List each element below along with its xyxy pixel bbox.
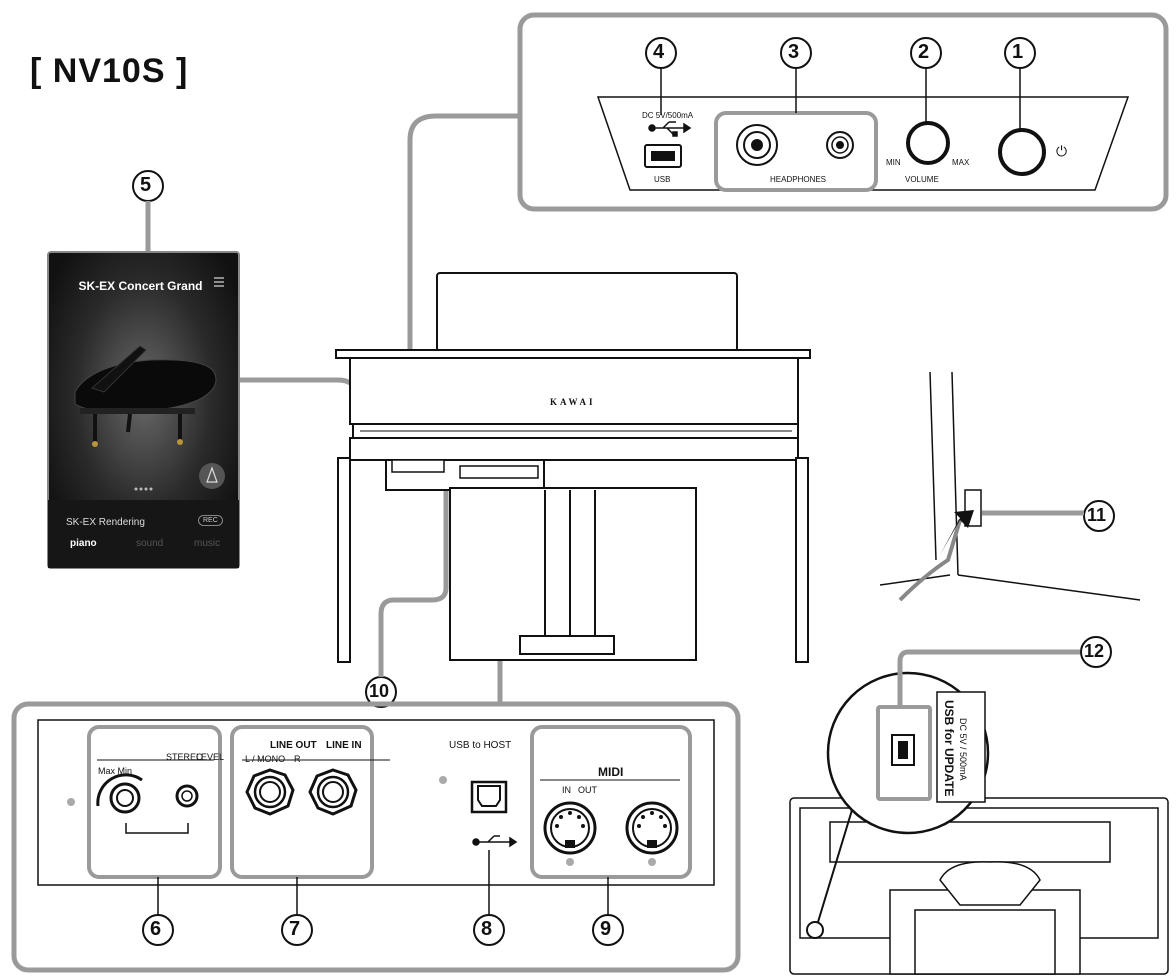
usb-host-label: USB to HOST (449, 740, 511, 751)
usb-symbol-icon (649, 122, 690, 136)
l-mono-label: L / MONO (245, 754, 285, 764)
side-view (880, 372, 1140, 600)
line-jack-left (247, 770, 293, 814)
callout-8-number: 8 (481, 918, 492, 941)
tablet-nav-piano: piano (70, 538, 97, 549)
callout-3-number: 3 (788, 41, 799, 64)
max-min-label: Max Min (98, 766, 132, 776)
line-in-label: LINE IN (326, 740, 362, 751)
callout-7-number: 7 (289, 918, 300, 941)
midi-in-label: IN (562, 785, 571, 795)
tablet-screen: SK-EX Concert Grand SK-EX Rendering REC … (48, 252, 239, 568)
power-icon: ⏻ (1056, 143, 1067, 160)
tablet-nav-sound: sound (136, 538, 163, 549)
callout-2-number: 2 (918, 41, 929, 64)
volume-knob (908, 123, 948, 163)
midi-in-port (545, 803, 595, 853)
headphone-jack-small (827, 132, 853, 158)
callout-4-number: 4 (653, 41, 664, 64)
tablet-nav-music: music (194, 538, 220, 549)
tablet-rec-badge: REC (198, 515, 223, 526)
volume-label: VOLUME (905, 175, 939, 184)
callout-12-number: 12 (1084, 641, 1104, 662)
usb-update-label: USB for UPDATE (942, 700, 956, 796)
model-title: [ NV10S ] (30, 52, 188, 91)
midi-out-port (627, 803, 677, 853)
power-button (1000, 130, 1044, 174)
tablet-title: SK-EX Concert Grand (48, 279, 233, 293)
callout-11-number: 11 (1087, 505, 1106, 526)
group-9-frame (532, 727, 690, 877)
stereo-jack (177, 786, 197, 806)
dc-label: DC 5V/500mA (642, 111, 693, 120)
line-out-label: LINE OUT (270, 740, 317, 751)
level-label: LEVEL (196, 752, 224, 762)
group-6-frame (89, 727, 220, 877)
usb-host-symbol-icon (473, 836, 516, 846)
midi-out-label: OUT (578, 785, 597, 795)
max-label: MAX (952, 158, 969, 167)
min-label: MIN (886, 158, 901, 167)
panel-jacks-front (392, 460, 444, 472)
midi-label: MIDI (598, 765, 623, 779)
piano-brand: KAWAI (550, 397, 596, 407)
line-jack-right (310, 770, 356, 814)
headphone-jack-large (737, 125, 777, 165)
rear-usb-port-marker (807, 922, 823, 938)
callout-6-number: 6 (150, 918, 161, 941)
rear-dc-label: DC 5V / 500mA (958, 718, 968, 781)
panel-jacks-center (460, 466, 538, 478)
r-label: R (294, 754, 301, 764)
callout-10-number: 10 (369, 681, 389, 702)
connector-10 (381, 466, 446, 677)
callout-5-number: 5 (140, 174, 151, 197)
callout-9-number: 9 (600, 918, 611, 941)
callout-1-number: 1 (1012, 41, 1023, 64)
level-knob (98, 775, 142, 812)
usb-label: USB (654, 175, 670, 184)
headphones-label: HEADPHONES (770, 175, 826, 184)
tablet-rendering-label: SK-EX Rendering (66, 517, 145, 528)
connector-tablet (240, 380, 356, 428)
usb-host-port (472, 782, 506, 812)
